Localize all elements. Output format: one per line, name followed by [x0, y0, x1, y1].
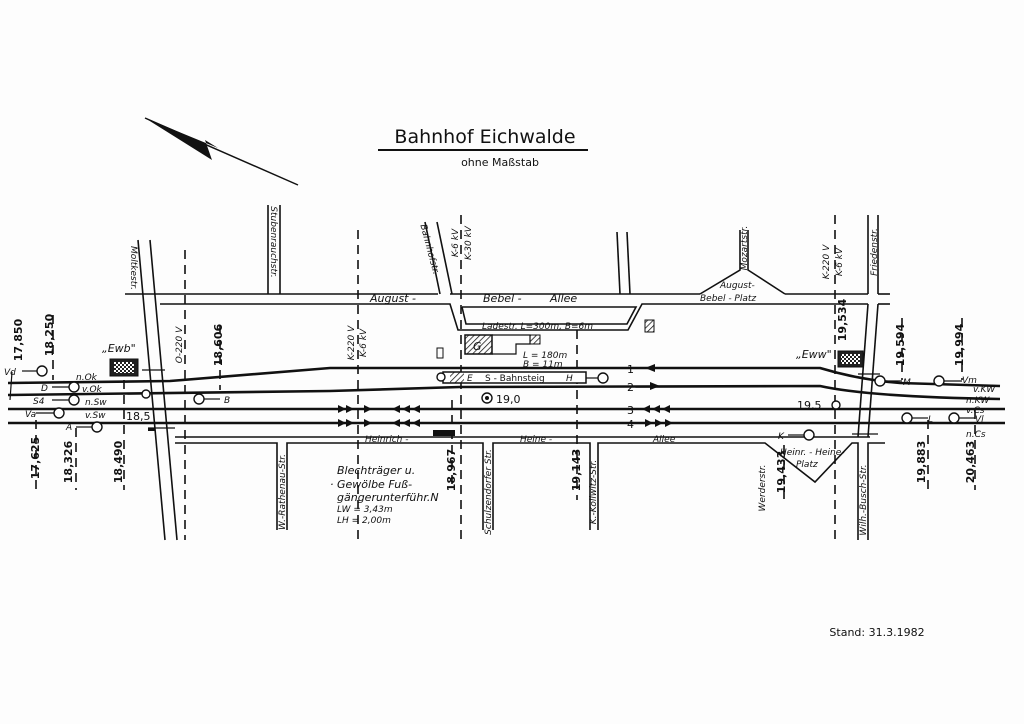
signal-a: A	[65, 423, 72, 433]
note-lh: LH = 2,00m	[337, 516, 391, 526]
heine-platz-1: Heinr. - Heine-	[780, 448, 845, 458]
hectometer-19-0: 19,0	[496, 393, 521, 406]
street-kollwitz: K.-Kollwitz-Str.	[589, 460, 599, 524]
station-building	[464, 319, 655, 355]
eww-box-pattern	[841, 354, 860, 364]
ewb-label: „Ewb"	[102, 342, 136, 355]
km-18-967: 18,967	[445, 449, 458, 491]
km-18-490: 18,490	[112, 440, 125, 483]
cable-k-30kv: K-30 kV	[464, 225, 474, 260]
bebel-platz-1: August-	[719, 281, 755, 291]
km-19-883: 19,883	[915, 441, 928, 483]
ladestrasse: Ladestr. L=300m, B=6m	[482, 322, 593, 332]
page-title: Bahnhof Eichwalde	[394, 126, 575, 148]
street-stubenrauchstr: Stubenrauchstr.	[268, 206, 278, 277]
signal-l: L	[928, 415, 933, 425]
street-busch: Wilh.-Busch-Str.	[859, 464, 869, 535]
street-heine-1: Heinrich -	[365, 435, 408, 445]
cable-o-220v: O-220 V	[175, 326, 185, 363]
km-19-594: 19,594	[894, 323, 907, 366]
track-1	[7, 366, 1001, 388]
km-17-625: 17,625	[29, 437, 42, 479]
label-n-ok: n.Ok	[76, 373, 98, 383]
platform-label: S - Bahnsteig	[485, 374, 545, 384]
km-19-994: 19,994	[953, 323, 966, 366]
signal-m: M	[903, 378, 911, 388]
street-bebel-3: Allee	[549, 292, 577, 305]
signal-vl: Vl	[975, 415, 984, 425]
heine-platz-2: Platz	[796, 460, 818, 470]
street-heine-2: Heine -	[520, 435, 552, 445]
north-arrow-icon	[144, 117, 299, 186]
km-19-143: 19,143	[570, 449, 583, 491]
label-v-ok: v.Ok	[82, 385, 103, 395]
label-n-kw: n.KW	[966, 396, 990, 406]
note-line-2: · Gewölbe Fuß-	[330, 478, 412, 491]
label-v-cs: v.Cs	[966, 406, 985, 416]
street-bebel-1: August -	[369, 292, 416, 305]
track-number-3: 3	[627, 404, 634, 417]
cable-lines	[35, 215, 976, 540]
signal-s4: S4	[33, 397, 45, 407]
km-20-463: 20,463	[964, 441, 977, 483]
cable-k-220v-right: K-220 V	[822, 244, 832, 279]
km-18-326: 18,326	[62, 440, 75, 483]
km-19-534: 19,534	[836, 298, 849, 341]
platform-length: L = 180m	[523, 351, 567, 361]
street-rathenau: W.-Rathenau-Str.	[278, 454, 288, 530]
cable-k-6kv-left: K-6 kV	[359, 328, 369, 357]
signal-b: B	[224, 396, 230, 406]
label-n-cs: n.Cs	[966, 430, 986, 440]
roads	[125, 205, 890, 541]
street-mozartstr: Mozartstr.	[740, 226, 750, 271]
track-number-1: 1	[627, 363, 634, 376]
ewb-box-pattern	[114, 362, 134, 373]
signal-va: Va	[25, 410, 36, 420]
cable-k-6kv-mid: K-6 kV	[451, 228, 461, 257]
label-v-kw: v.KW	[973, 385, 996, 395]
km-17-850: 17,850	[12, 318, 25, 361]
cable-k-220v-left: K-220 V	[347, 325, 357, 360]
track-2	[7, 384, 1001, 401]
hectometer-19-5: 19,5	[797, 399, 822, 412]
cable-k-6kv-right: K-6 kV	[835, 247, 845, 276]
label-v-sw: v.Sw	[85, 411, 106, 421]
bebel-platz-2: Bebel - Platz	[700, 294, 756, 304]
building-g-label: G	[473, 340, 482, 353]
signal-d: D	[41, 384, 48, 394]
street-heine-3: Allee	[652, 435, 676, 445]
street-bebel-2: Bebel -	[483, 292, 522, 305]
signal-vm: Vm	[962, 376, 977, 386]
street-schulzendorfer: Schulzendorfer Str.	[484, 449, 494, 535]
signals	[9, 365, 975, 441]
street-friedenstr: Friedenstr.	[870, 228, 880, 276]
tracks	[7, 364, 1005, 427]
track-number-2: 2	[627, 381, 634, 394]
signal-k: K	[778, 432, 785, 442]
street-moltkestr: Moltkestr.	[128, 246, 138, 290]
km-19-433: 19,433	[775, 451, 788, 493]
subtitle: ohne Maßstab	[461, 156, 539, 169]
hectometer-18-5: 18,5	[126, 410, 151, 423]
track-number-4: 4	[627, 418, 634, 431]
platform-e-label: E	[467, 374, 473, 384]
km-18-606: 18,606	[212, 323, 225, 366]
signal-vd: Vd	[4, 368, 16, 378]
platform-h-label: H	[566, 374, 573, 384]
street-werderstr: Werderstr.	[758, 464, 768, 511]
label-n-sw: n.Sw	[85, 398, 107, 408]
km-18-250: 18,250	[43, 313, 56, 356]
note-line-1: Blechträger u.	[337, 464, 415, 477]
platform-width: B = 11m	[523, 360, 563, 370]
note-lw: LW = 3,43m	[337, 505, 393, 515]
street-bahnhofstr: Bahnhofstr.	[417, 223, 440, 275]
note-line-3: gängerunterführ.N	[337, 491, 439, 504]
eww-label: „Eww"	[796, 348, 832, 361]
stand-date: Stand: 31.3.1982	[829, 626, 924, 639]
